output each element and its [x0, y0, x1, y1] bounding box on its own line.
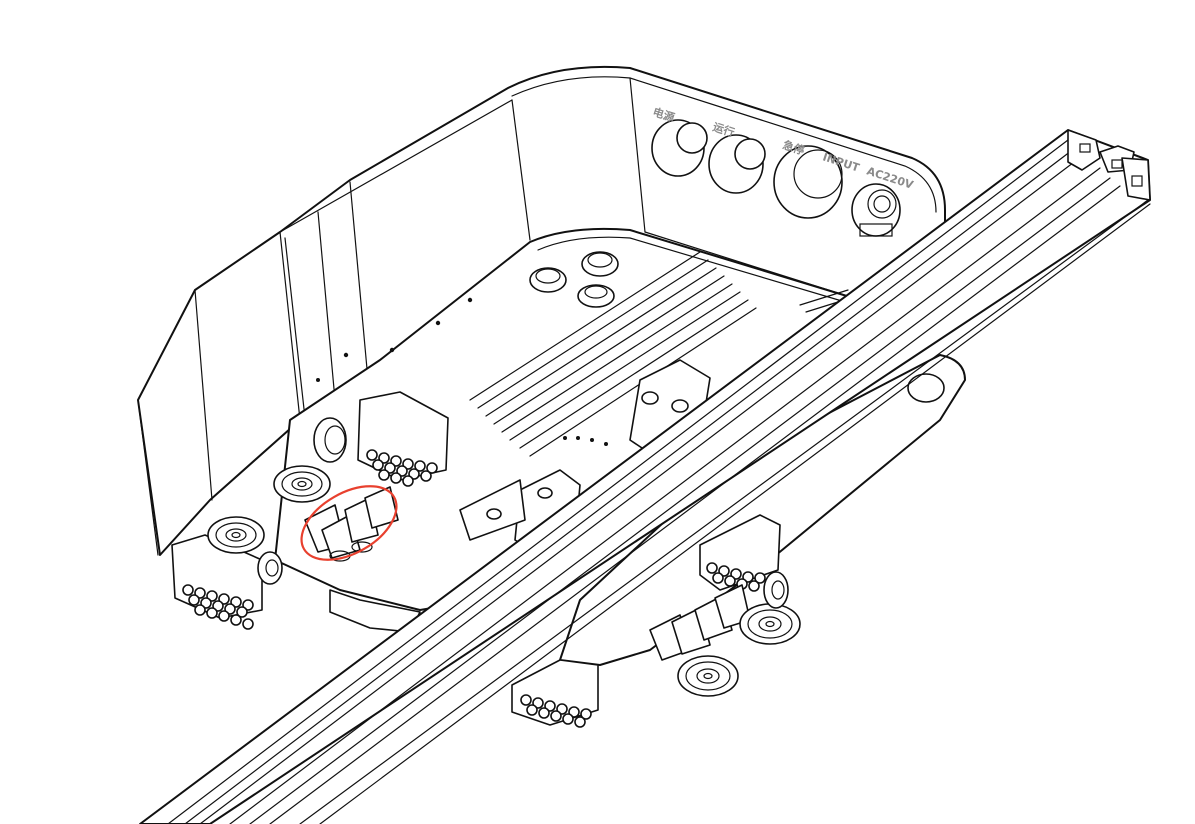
roller-cluster-left-upper — [357, 391, 449, 487]
control-panel: 电源 运行 急停 INPUT AC220V — [651, 105, 915, 237]
emergency-stop-button — [773, 145, 843, 219]
wheel-left-side — [257, 417, 347, 585]
roller-cluster-right-lower — [511, 659, 599, 728]
aluminum-rail — [139, 129, 1151, 824]
panel-label-estop: 急停 — [781, 138, 806, 158]
wheel-right-side — [763, 571, 789, 609]
ac-connector — [851, 183, 901, 237]
wheel-right-1 — [739, 603, 801, 645]
roller-cluster-left-lower — [171, 534, 263, 630]
cable-glands — [529, 251, 619, 308]
wheel-left-2 — [207, 516, 265, 554]
rail-end-profile — [1067, 129, 1151, 201]
highlight-ring — [300, 485, 398, 561]
roller-group — [304, 486, 399, 562]
run-button — [708, 134, 766, 194]
roller-group-right — [649, 584, 751, 661]
roller-cluster-right-upper — [699, 514, 781, 592]
wheel-right-2 — [677, 655, 739, 697]
power-button — [651, 119, 708, 177]
panel-label-run: 运行 — [711, 120, 736, 140]
panel-label-power: 电源 — [651, 105, 676, 125]
wheel-left-1 — [273, 465, 331, 503]
